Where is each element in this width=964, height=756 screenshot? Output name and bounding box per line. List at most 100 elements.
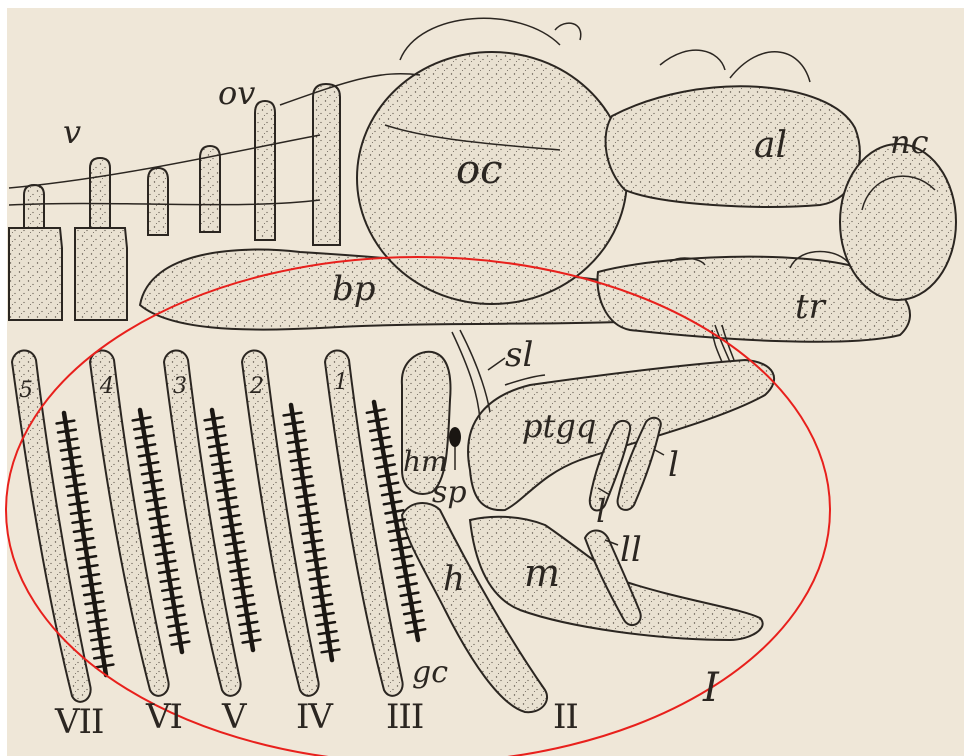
gill-raker-tooth [384,501,402,504]
label-tr: tr [795,290,825,324]
gill-raker-tooth [386,510,404,513]
branchial-arch-5 [12,350,91,701]
roman-numeral-i: I [703,668,718,708]
gill-raker-tooth [370,428,388,431]
gill-raker-tooth [68,493,86,496]
gill-raker-tooth [58,430,76,433]
label-hm: hm [403,448,448,476]
gill-raker-tooth [391,538,409,541]
gill-raker-tooth [67,484,85,487]
gill-raker-tooth [217,489,235,492]
gill-raker-tooth [147,498,165,501]
gill-raker-tooth [392,547,410,550]
gill-raker-tooth [232,577,250,580]
gill-raker-tooth [94,656,112,659]
label-ov: ov [218,77,255,109]
label-ll: ll [620,533,642,567]
gill-raker-tooth [227,551,245,554]
label-l-upper: l [668,448,679,482]
gill-raker-tooth [91,637,109,640]
gill-raker-tooth [310,577,328,580]
gill-raker-tooth [394,556,412,559]
gill-raker-tooth [382,492,400,495]
gill-raker-tooth [367,410,385,413]
label-nc: nc [890,126,929,158]
gill-raker-tooth [291,458,309,461]
roman-numeral-ii: II [553,700,578,734]
gill-raker-tooth [285,422,303,425]
gill-raker-tooth [237,604,255,607]
gill-raker-tooth [402,602,420,605]
gill-raker-tooth [224,533,242,536]
gill-raker-tooth [61,448,79,451]
gill-raker-tooth [169,624,187,627]
label-ptgq: ptgq [522,410,596,442]
suspensory-ligament-2 [460,330,490,412]
gill-raker-tooth [229,560,247,563]
gill-raker-tooth [62,457,80,460]
gill-raker-tooth [159,570,177,573]
gill-raker-tooth [145,489,163,492]
gill-raker-tooth [313,595,331,598]
roman-numeral-vi: VI [146,700,182,734]
gill-raker-tooth [396,565,414,568]
gill-raker-tooth [389,529,407,532]
gill-raker-tooth [170,633,188,636]
gill-raker-tooth [220,506,238,509]
gill-raker-tooth [218,497,236,500]
gill-raker-tooth [375,455,393,458]
gill-raker-tooth [144,480,162,483]
gill-raker-tooth [238,613,256,616]
gill-raker-tooth [221,515,239,518]
gill-raker-tooth [71,511,89,514]
label-al: al [754,128,787,164]
gill-raker-tooth [234,586,252,589]
gill-raker-tooth [304,540,322,543]
gill-raker-tooth [162,588,180,591]
gill-raker-tooth [292,467,310,470]
gill-raker-tooth [231,569,249,572]
gill-raker-tooth [316,613,334,616]
label-m: m [524,554,560,592]
gill-raker-tooth [148,507,166,510]
gill-raker-tooth [205,417,223,420]
sl-pointer [488,358,505,370]
vertebra-post-1 [24,185,44,228]
gill-raker-tooth [297,495,315,498]
gill-raker-tooth [212,462,230,465]
gill-raker-tooth [151,525,169,528]
gill-raker-tooth [372,437,390,440]
gill-raker-tooth [136,435,154,438]
spiracle-dot [449,427,461,447]
gill-raker-tooth [319,631,337,634]
gill-raker-tooth [243,640,261,643]
gill-raker-tooth [165,606,183,609]
gill-raker-tooth [88,619,106,622]
gill-raker-tooth [223,524,241,527]
gill-raker-tooth [142,471,160,474]
gill-raker-tooth [314,604,332,607]
gill-raker-tooth [90,628,108,631]
gill-raker-tooth [164,597,182,600]
gill-raker-tooth [77,547,95,550]
gill-raker-tooth [294,476,312,479]
gill-raker-tooth [141,462,159,465]
gill-raker-tooth [80,565,98,568]
gill-raker-tooth [300,513,318,516]
nasal-capsule [840,144,956,300]
gill-raker-tooth [215,480,233,483]
arch-number-3: 3 [173,376,187,398]
gill-raker-tooth [226,542,244,545]
gill-raker-tooth [307,558,325,561]
gill-raker-tooth [298,504,316,507]
gill-raker-tooth [93,647,111,650]
gill-raker-tooth [287,431,305,434]
otic-top-bump [555,23,581,40]
gill-raker-tooth [397,574,415,577]
gill-raker-tooth [289,449,307,452]
gill-raker-tooth [133,417,151,420]
label-sp: sp [432,478,467,508]
label-gc: gc [412,658,448,688]
gill-raker-tooth [320,640,338,643]
